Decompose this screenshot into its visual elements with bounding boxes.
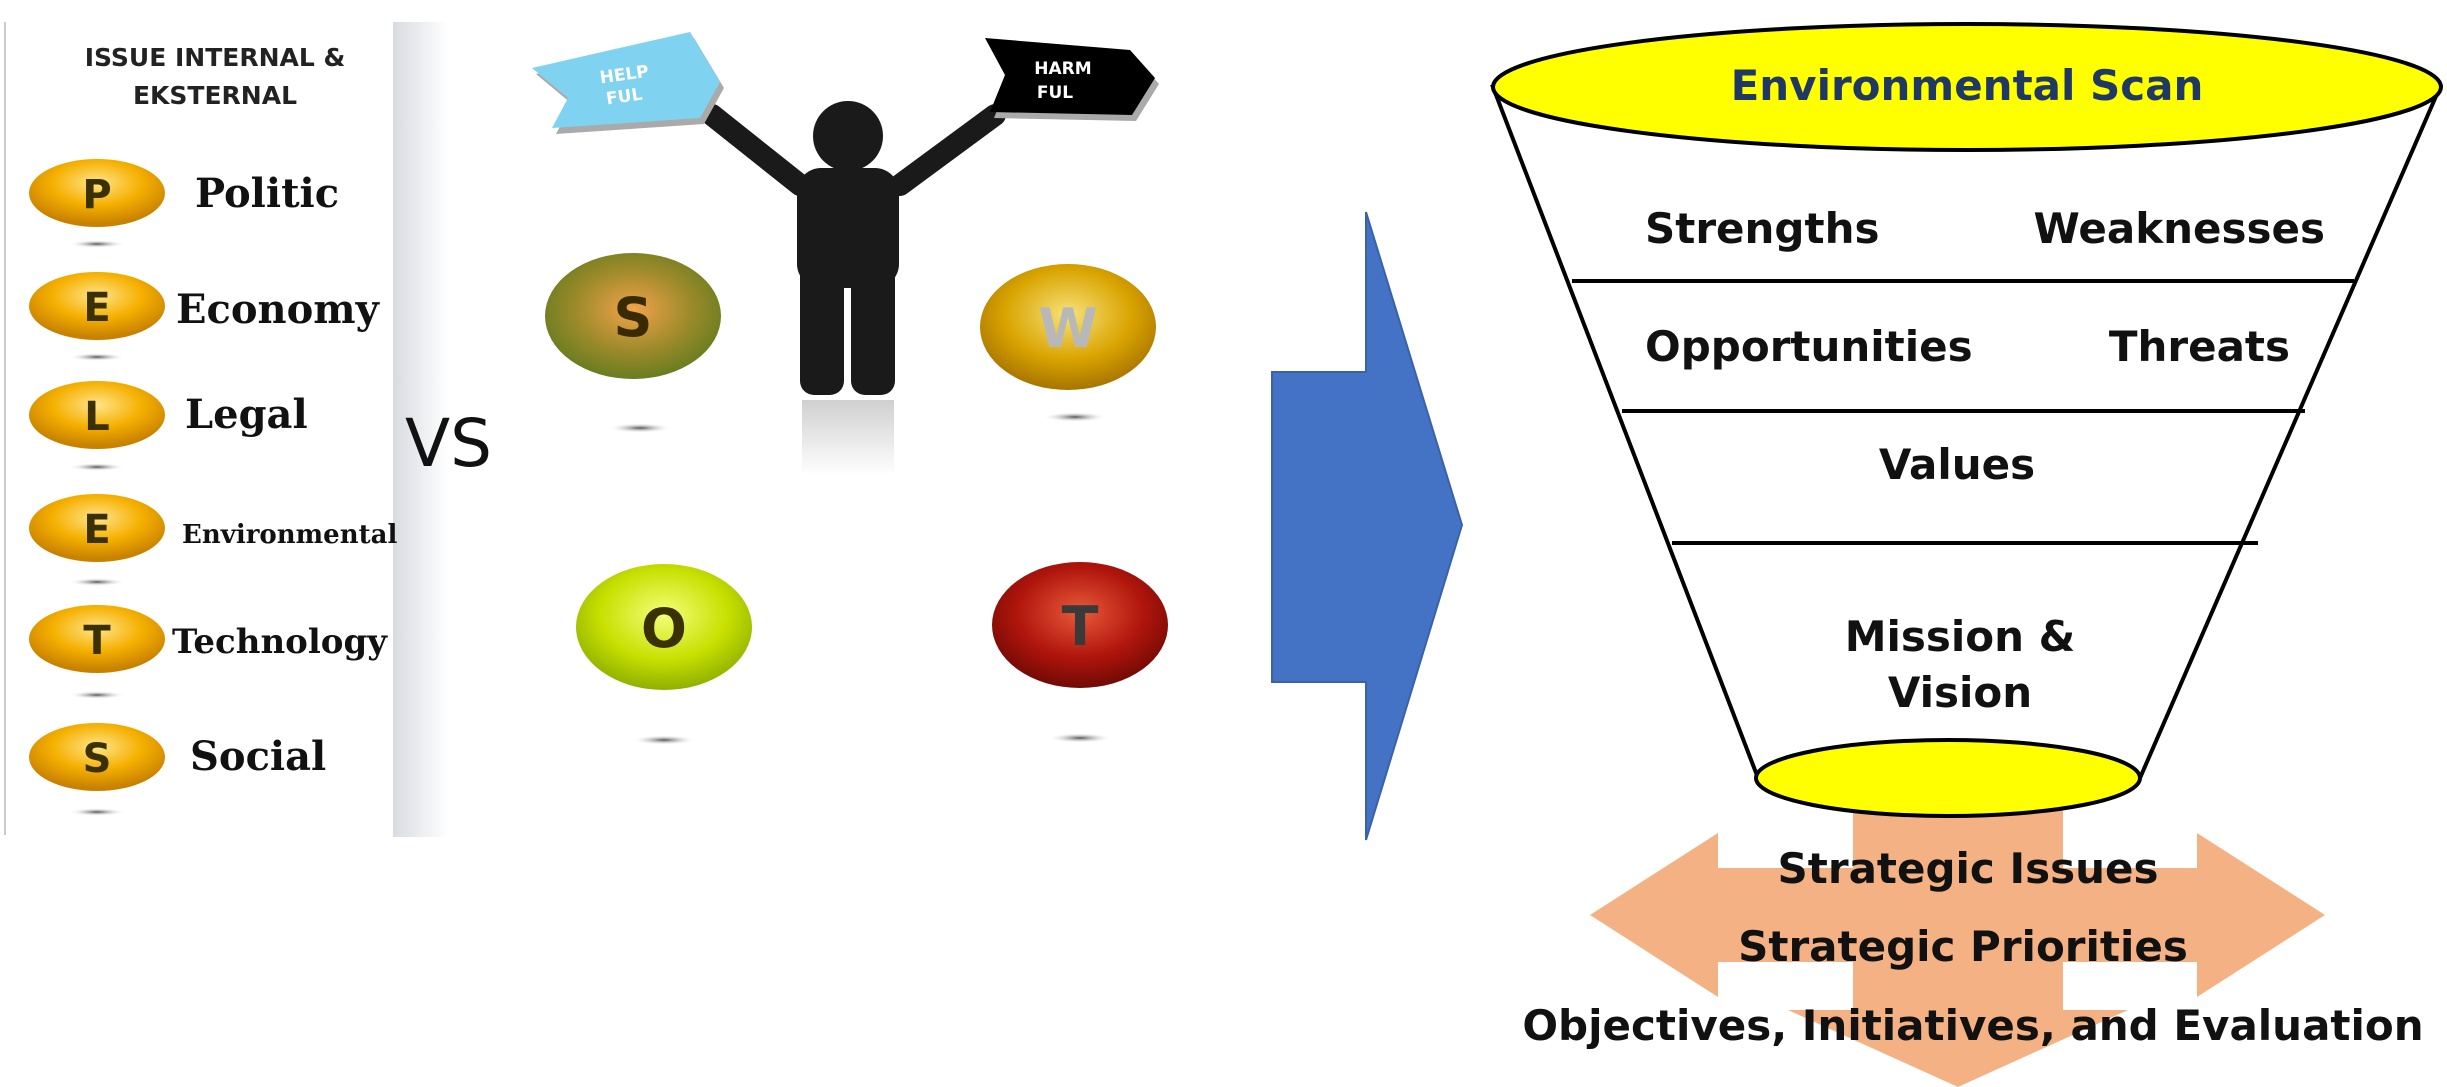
output-strategic-priorities: Strategic Priorities — [1738, 922, 2188, 971]
pestle-letter-e: E — [83, 285, 110, 331]
output-objectives: Objectives, Initiatives, and Evaluation — [1522, 1001, 2423, 1050]
swot-letter-o: O — [641, 597, 687, 660]
down-arrow — [1788, 780, 2128, 1087]
pestle-shadow — [69, 691, 125, 699]
pestle-letter-l: L — [84, 394, 110, 440]
funnel-mission-line1: Mission & — [1845, 612, 2076, 661]
pestle-shadow — [69, 463, 125, 471]
swot-letter-t: T — [1062, 595, 1099, 658]
pestle-shadow — [69, 808, 125, 816]
funnel-weaknesses: Weaknesses — [2034, 204, 2325, 253]
pestle-bubble-p — [29, 159, 165, 227]
harmful-sign: HARM FUL — [985, 38, 1159, 121]
funnel: Environmental Scan Strengths Weaknesses … — [1490, 22, 2444, 780]
pestle-bubble-s — [29, 723, 165, 791]
pestle-bubble-e2 — [29, 494, 165, 562]
pestle-letter-s: S — [83, 736, 112, 782]
harmful-sign-line2: FUL — [1037, 83, 1073, 103]
vs-label: VS — [405, 405, 492, 482]
helpful-sign: HELP FUL — [532, 32, 724, 134]
funnel-threats: Threats — [2109, 322, 2290, 371]
output-arrows — [1590, 780, 2325, 1087]
swot-bubble-w — [980, 264, 1156, 390]
pestle-letter-e2: E — [83, 507, 110, 553]
pestle-letter-t: T — [83, 618, 111, 664]
swot-shadow — [632, 735, 696, 745]
swot-letter-w: W — [1038, 297, 1098, 360]
swot-figure: HELP FUL HARM FUL S W O T — [532, 32, 1168, 745]
pestle-letter-p: P — [82, 172, 111, 218]
output-strategic-issues: Strategic Issues — [1778, 844, 2159, 893]
pestle-bubble-l — [29, 381, 165, 449]
pestle-panel: ISSUE INTERNAL & EKSTERNAL P Politic E E… — [4, 22, 448, 837]
pestle-shadow — [69, 578, 125, 586]
swot-letter-s: S — [614, 286, 653, 349]
funnel-title: Environmental Scan — [1731, 61, 2204, 110]
harmful-sign-line1: HARM — [1034, 59, 1091, 79]
swot-bubble-s — [545, 253, 721, 379]
funnel-mission-line2: Vision — [1888, 668, 2032, 717]
swot-bubble-o — [576, 564, 752, 690]
pestle-label-technology: Technology — [172, 622, 388, 662]
pestle-bubble-t — [29, 605, 165, 673]
issue-heading-line1: ISSUE INTERNAL & — [85, 43, 346, 72]
pestle-label-politic: Politic — [195, 170, 339, 217]
pestle-label-economy: Economy — [176, 286, 381, 333]
pestle-shadow — [69, 240, 125, 248]
swot-shadow — [1043, 412, 1107, 422]
pestle-shadow — [69, 353, 125, 361]
pestle-label-social: Social — [190, 733, 326, 780]
funnel-values: Values — [1879, 440, 2035, 489]
funnel-bottom — [1754, 738, 2142, 818]
funnel-strengths: Strengths — [1645, 204, 1879, 253]
funnel-top — [1491, 22, 2443, 152]
swot-bubble-t — [992, 562, 1168, 688]
funnel-opportunities: Opportunities — [1645, 322, 1973, 371]
right-arrow — [1271, 211, 1464, 841]
swot-shadow — [608, 423, 672, 433]
swot-shadow — [1048, 733, 1112, 743]
issue-heading-line2: EKSTERNAL — [133, 81, 297, 110]
panel-divider — [393, 22, 448, 837]
person-icon — [701, 101, 1006, 475]
pestle-label-environmental: Environmental — [182, 520, 397, 550]
pestle-label-legal: Legal — [185, 391, 308, 438]
pestle-bubble-e — [29, 272, 165, 340]
